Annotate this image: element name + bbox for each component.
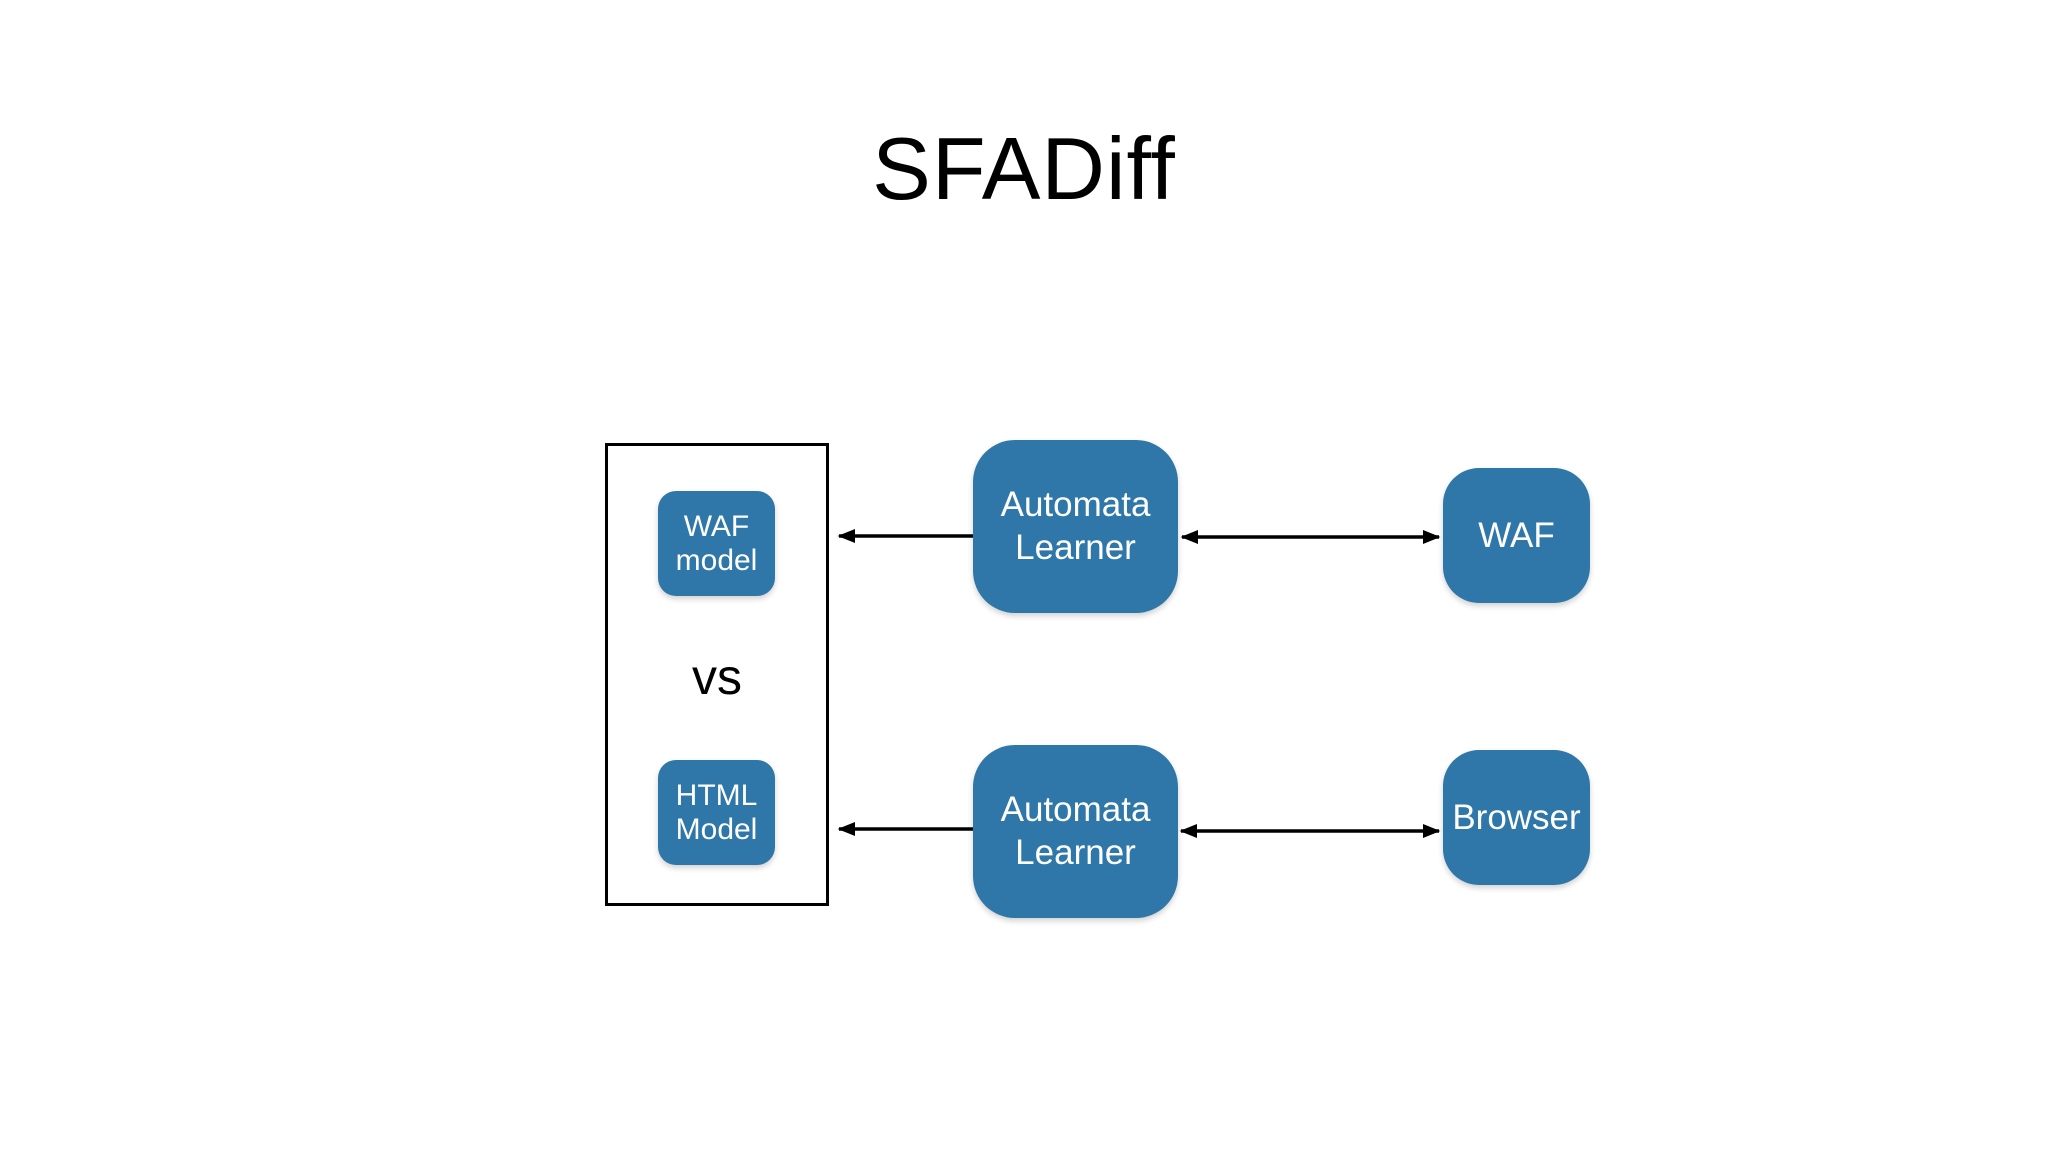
- browser-node-label: Browser: [1452, 797, 1581, 837]
- slide-title: SFADiff: [872, 119, 1176, 218]
- waf-model-label-line2: model: [675, 543, 758, 577]
- waf-model-label-line1: WAF: [683, 509, 750, 543]
- vs-label: vs: [692, 649, 742, 705]
- automata-learner-bottom-label-line2: Learner: [1015, 832, 1136, 872]
- waf-node: WAF: [1443, 468, 1590, 603]
- html-model-label-line2: Model: [675, 812, 758, 846]
- automata-learner-top-label-line2: Learner: [1015, 527, 1136, 567]
- waf-model-node: WAF model: [658, 491, 775, 596]
- html-model-node: HTML Model: [658, 760, 775, 865]
- html-model-label-line1: HTML: [675, 778, 758, 812]
- automata-learner-bottom-label-line1: Automata: [1000, 789, 1151, 829]
- waf-node-label: WAF: [1478, 515, 1555, 555]
- automata-learner-bottom-node: Automata Learner: [973, 745, 1178, 918]
- automata-learner-top-node: Automata Learner: [973, 440, 1178, 613]
- automata-learner-top-label-line1: Automata: [1000, 484, 1151, 524]
- browser-node: Browser: [1443, 750, 1590, 885]
